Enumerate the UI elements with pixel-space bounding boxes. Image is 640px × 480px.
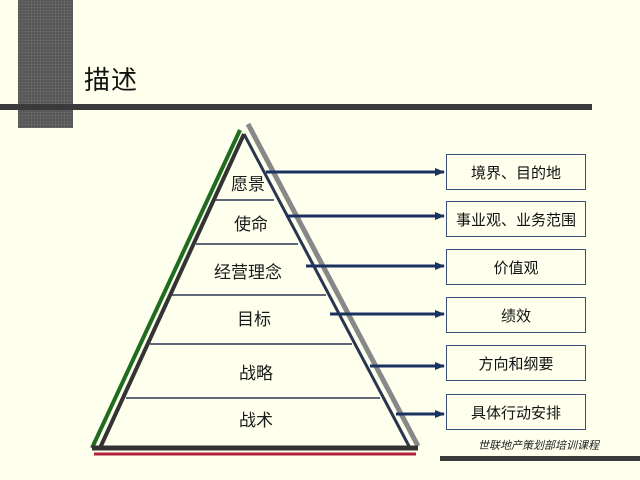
level-label-philosophy: 经营理念 bbox=[214, 262, 282, 283]
outcome-box-strategy: 方向和纲要 bbox=[446, 345, 586, 381]
outcome-box-vision: 境界、目的地 bbox=[446, 154, 586, 190]
outcome-box-goals: 绩效 bbox=[446, 297, 586, 333]
pyramid-right-edge bbox=[245, 122, 421, 448]
level-label-mission: 使命 bbox=[234, 214, 268, 235]
page-title: 描述 bbox=[84, 66, 139, 96]
outcome-box-mission: 事业观、业务范围 bbox=[446, 201, 586, 237]
footer-text: 世联地产策划部培训课程 bbox=[478, 439, 599, 452]
level-label-strategy: 战略 bbox=[239, 364, 273, 384]
level-label-vision: 愿景 bbox=[231, 175, 265, 195]
pyramid-left-edge bbox=[90, 129, 242, 449]
level-label-goals: 目标 bbox=[237, 310, 271, 330]
pyramid-body bbox=[98, 132, 412, 450]
pyramid-right-inner-edge bbox=[242, 133, 412, 449]
outcome-box-tactics: 具体行动安排 bbox=[446, 394, 586, 430]
footer-divider bbox=[440, 456, 640, 461]
title-divider bbox=[0, 104, 592, 110]
level-label-tactics: 战术 bbox=[239, 411, 273, 431]
pyramid-left-inner-edge bbox=[98, 133, 246, 449]
outcome-box-philosophy: 价值观 bbox=[446, 249, 586, 285]
